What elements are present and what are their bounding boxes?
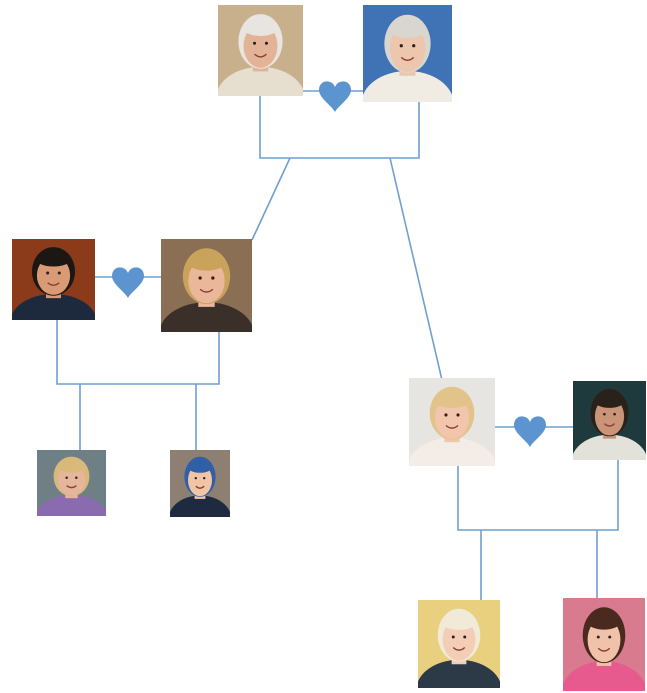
face-shape [188,464,212,497]
eye-shape [211,276,215,280]
mouth-shape [597,647,611,652]
eye-shape [75,476,78,479]
portrait-grandfather [218,5,303,96]
shirt-shape [170,495,230,517]
portrait-grandmother [363,5,452,102]
face-shape [442,618,476,661]
face-shape [243,24,278,68]
mouth-shape [47,282,60,286]
mouth-shape [66,485,77,489]
eye-shape [596,635,600,639]
hair-fringe-shape [242,19,279,36]
portrait-grandchild-2 [170,450,230,517]
portrait-grandchild-1 [37,450,106,516]
hair-fringe-shape [433,392,471,408]
eye-shape [603,412,606,416]
eye-shape [65,476,68,479]
face-shape [36,256,71,295]
portrait-daughter [409,378,495,466]
eye-shape [456,413,460,417]
shirt-shape [409,437,495,466]
connector-lines [56,90,619,600]
mouth-shape [603,423,616,427]
eye-shape [203,476,206,480]
shirt-shape [12,294,95,320]
hair-fringe-shape [388,20,427,38]
eye-shape [613,412,616,416]
eye-shape [444,413,448,417]
hair-fringe-shape [586,612,622,630]
mouth-shape [445,424,459,429]
descent-line-to-daughter [389,157,443,381]
eye-shape [399,44,403,48]
hair-fringe-shape [187,253,226,271]
mouth-shape [199,288,214,293]
heart-icon [514,416,546,447]
hair-fringe-shape [594,393,625,408]
mouth-shape [254,53,267,58]
bracket-daughter-family [457,460,619,531]
eye-shape [198,276,202,280]
mouth-shape [452,646,466,651]
mouth-shape [195,485,205,489]
hair-fringe-shape [441,614,477,630]
face-shape [188,258,225,304]
heart-icon [319,81,351,112]
eye-shape [608,635,612,639]
hair-fringe-shape [187,460,213,473]
face-shape [57,463,86,496]
shirt-shape [418,659,500,688]
face-shape [389,25,426,72]
eye-shape [264,41,268,45]
face-shape [594,397,625,436]
descent-line-to-son [251,157,291,241]
shirt-shape [37,494,106,516]
face-shape [587,617,621,663]
shirt-shape [563,661,645,691]
face-shape [434,396,470,439]
portrait-grandchild-4 [563,598,645,691]
eye-shape [194,476,197,480]
portrait-son-in-law [573,381,646,460]
shirt-shape [218,66,303,96]
heart-icon [112,267,144,298]
eye-shape [451,635,455,639]
portrait-grandchild-3 [418,600,500,688]
eye-shape [46,271,50,275]
eye-shape [412,44,416,48]
eye-shape [57,271,61,275]
portrait-daughter-in-law [161,239,252,332]
shirt-shape [161,302,252,332]
shirt-shape [363,70,452,102]
hair-fringe-shape [36,251,71,267]
hair-fringe-shape [57,460,86,473]
shirt-shape [573,434,646,460]
eye-shape [253,41,257,45]
mouth-shape [400,56,415,61]
bracket-son-family [56,320,220,385]
eye-shape [463,635,467,639]
bracket-grandparents [259,96,420,159]
portrait-son [12,239,95,320]
